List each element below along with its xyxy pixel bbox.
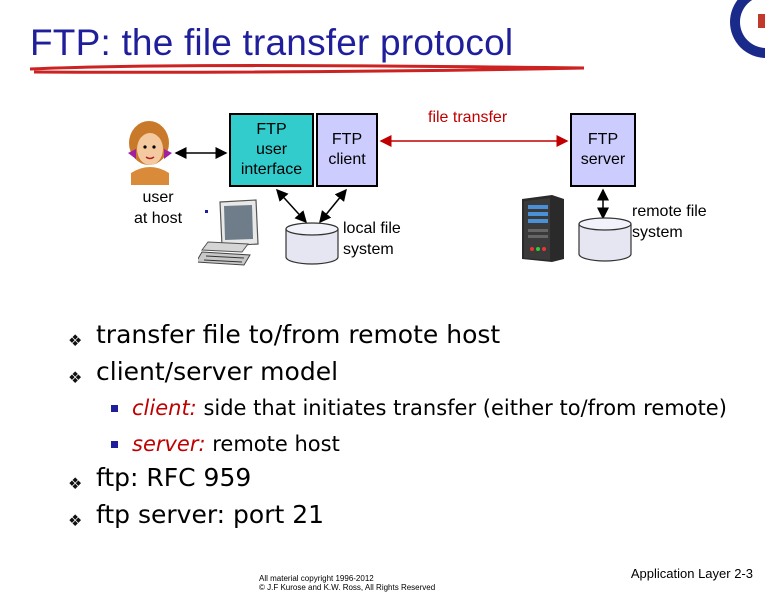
sub-bullet-client: client: side that initiates transfer (ei… <box>132 396 727 420</box>
ftp-client-box: FTP client <box>316 113 378 187</box>
bullet-dot-artifact <box>205 210 208 213</box>
bullet-4: ftp server: port 21 <box>96 500 325 529</box>
title-underline <box>29 64 585 74</box>
server-box-line2: server <box>580 151 626 168</box>
remote-fs-line1: remote file <box>632 203 707 220</box>
user-at-host-label: user at host <box>128 187 188 229</box>
user-label-line1: user <box>142 189 174 206</box>
square-bullet-icon <box>111 441 118 448</box>
remote-disk-icon <box>578 217 632 262</box>
user-label-line2: at host <box>133 210 183 227</box>
bullet-1: transfer file to/from remote host <box>96 320 501 349</box>
client-box-line2: client <box>328 151 366 168</box>
copyright-line2: © J.F Kurose and K.W. Ross, All Rights R… <box>259 583 436 592</box>
desktop-computer-icon <box>198 199 259 266</box>
local-file-system-label: local file system <box>343 218 401 260</box>
diagram-connectors <box>174 135 609 224</box>
user-avatar-icon <box>128 121 172 185</box>
client-box-line1: FTP <box>331 131 363 148</box>
remote-fs-line2: system <box>632 224 683 241</box>
client-term: client: <box>132 396 197 420</box>
remote-file-system-label: remote file system <box>632 201 707 243</box>
diamond-bullet-icon: ❖ <box>68 368 83 387</box>
footer-copyright: All material copyright 1996-2012 © J.F K… <box>259 574 435 592</box>
server-term: server: <box>132 432 206 456</box>
file-transfer-label: file transfer <box>428 109 508 126</box>
sub-bullet-server: server: remote host <box>132 432 340 456</box>
ftp-user-interface-box: FTP user interface <box>229 113 314 187</box>
ftp-server-box: FTP server <box>570 113 636 187</box>
local-fs-line1: local file <box>343 220 401 237</box>
footer-page-label: Application Layer 2-3 <box>630 566 753 581</box>
bullet-3: ftp: RFC 959 <box>96 463 252 492</box>
local-fs-line2: system <box>343 241 394 258</box>
bullet-2: client/server model <box>96 357 339 386</box>
server-box-line1: FTP <box>587 131 619 148</box>
square-bullet-icon <box>111 405 118 412</box>
client-text: side that initiates transfer (either to/… <box>196 396 727 420</box>
local-disk-icon <box>285 222 339 265</box>
server-text: remote host <box>205 432 340 456</box>
diamond-bullet-icon: ❖ <box>68 331 83 350</box>
university-seal-logo <box>730 0 765 58</box>
server-tower-icon <box>522 195 564 262</box>
ui-box-line1: FTP <box>256 121 287 138</box>
copyright-line1: All material copyright 1996-2012 <box>259 574 374 583</box>
ui-box-line3: interface <box>240 161 303 178</box>
ui-box-line2: user <box>255 141 288 158</box>
diamond-bullet-icon: ❖ <box>68 474 83 493</box>
slide-title: FTP: the file transfer protocol <box>30 22 514 63</box>
diamond-bullet-icon: ❖ <box>68 511 83 530</box>
